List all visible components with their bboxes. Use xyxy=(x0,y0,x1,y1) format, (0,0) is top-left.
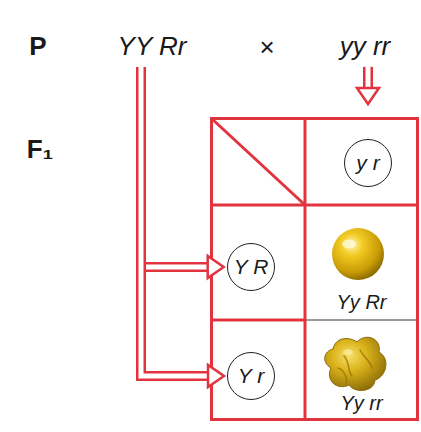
arrow-fill xyxy=(141,67,209,267)
genotype-text: Y r xyxy=(238,364,264,388)
generation-label: P xyxy=(29,32,46,62)
arrow-head xyxy=(357,88,379,104)
offspring-cell: Yy Rr xyxy=(305,205,418,320)
cross-symbol: × xyxy=(259,33,274,63)
offspring-cell: Yy rr xyxy=(305,320,418,420)
grid-diagonal xyxy=(211,118,305,205)
gamete-circle: y r xyxy=(344,139,392,187)
arrow-outline xyxy=(141,67,209,267)
arrow-fill xyxy=(141,67,209,376)
parent-genotype: YY Rr xyxy=(118,32,187,62)
genotype-text: Yy rr xyxy=(340,392,382,415)
arrow-fill xyxy=(366,67,371,89)
hollow-arrow xyxy=(357,67,379,104)
gamete-circle: Y r xyxy=(227,352,275,400)
grid-line xyxy=(211,319,305,322)
hollow-arrow xyxy=(141,67,224,387)
wrinkled-pea xyxy=(325,337,386,390)
genotype-text: Yy Rr xyxy=(337,291,387,314)
hollow-arrow xyxy=(141,67,224,278)
grid-outline xyxy=(212,119,418,420)
arrow-head xyxy=(208,256,224,278)
gamete-circle: Y R xyxy=(227,243,276,292)
arrow-outline xyxy=(363,67,373,89)
arrow-head xyxy=(208,365,224,387)
genotype-text: Y R xyxy=(234,255,269,279)
pea-crease xyxy=(338,350,372,384)
round-pea xyxy=(332,228,384,280)
cell-border xyxy=(306,206,418,420)
pea-highlight xyxy=(343,349,353,355)
pea-highlight xyxy=(342,240,356,249)
genotype-text: yy rr xyxy=(340,32,391,62)
generation-label: F₁ xyxy=(27,135,54,165)
genotype-text: y r xyxy=(356,151,379,175)
parent-genotype: yy rr xyxy=(340,32,391,62)
arrow-outline xyxy=(141,67,209,376)
cell-border xyxy=(305,320,418,321)
genotype-text: YY Rr xyxy=(118,32,187,62)
grid-line xyxy=(211,204,418,207)
grid-line xyxy=(304,118,307,420)
